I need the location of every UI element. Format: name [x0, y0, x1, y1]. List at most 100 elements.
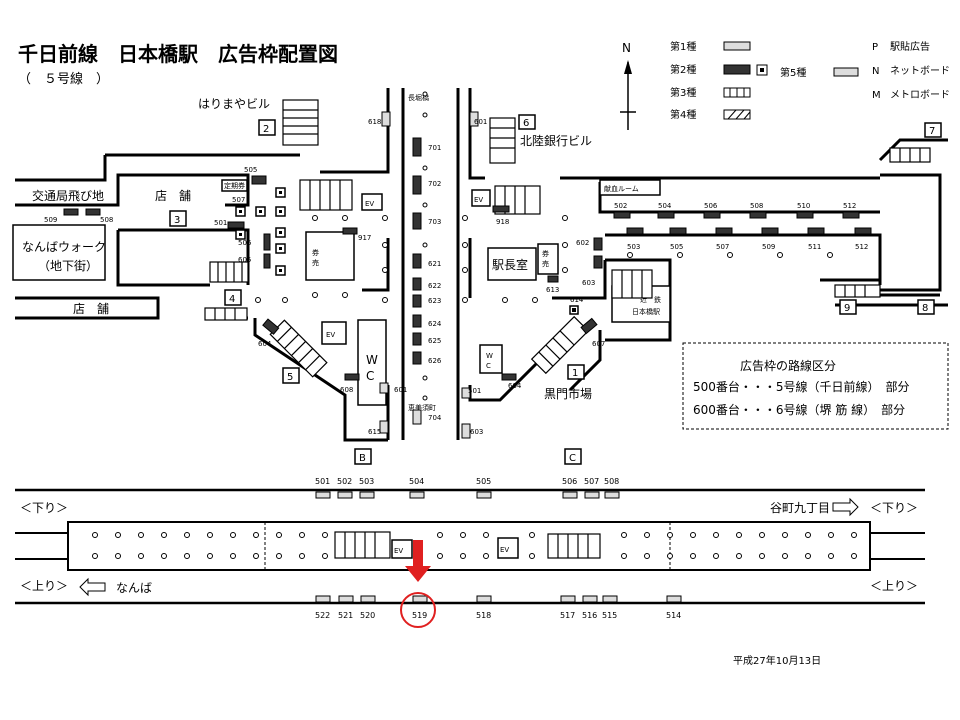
svg-text:603: 603: [470, 428, 483, 436]
svg-text:504: 504: [658, 202, 672, 210]
svg-text:625: 625: [428, 337, 441, 345]
namba-walk-label: なんばウォーク: [22, 240, 106, 254]
svg-text:507: 507: [232, 196, 245, 204]
svg-text:511: 511: [808, 243, 821, 251]
svg-text:駅長室: 駅長室: [492, 257, 528, 272]
svg-text:＜下り＞: ＜下り＞: [870, 501, 918, 515]
svg-text:601: 601: [474, 118, 487, 126]
svg-text:4: 4: [229, 294, 235, 305]
platform-pillar: [115, 532, 121, 538]
platform-pillar: [230, 532, 236, 538]
platform-pillars: [92, 532, 857, 559]
svg-text:C: C: [569, 453, 576, 464]
platform-pillar: [851, 532, 857, 538]
svg-text:512: 512: [855, 243, 868, 251]
svg-text:7: 7: [929, 126, 935, 137]
stairs-3: [209, 261, 249, 283]
platform-pillar: [667, 532, 673, 538]
svg-text:613: 613: [546, 286, 559, 294]
harimaya-label: はりまやビル: [198, 97, 270, 111]
bottom-ad-slot: [338, 595, 354, 603]
svg-text:券: 券: [312, 248, 319, 257]
bottom-ad-slot: [360, 595, 376, 603]
svg-text:広告枠の路線区分: 広告枠の路線区分: [740, 358, 836, 373]
stairs-left-main: [299, 179, 353, 211]
svg-text:N: N: [622, 41, 631, 55]
dest-west: なんば: [116, 581, 152, 595]
bottom-ad-label: 521: [338, 611, 353, 620]
exit-6: [518, 114, 536, 130]
svg-text:512: 512: [843, 202, 856, 210]
svg-text:日本橋駅: 日本橋駅: [632, 307, 660, 316]
top-ad-label: 504: [409, 477, 424, 486]
stairs-7: [889, 147, 931, 163]
svg-text:駅貼広告: 駅貼広告: [890, 40, 930, 53]
svg-text:第4種: 第4種: [670, 108, 696, 121]
exit-9: [839, 299, 857, 315]
svg-text:＜上り＞: ＜上り＞: [870, 579, 918, 593]
wc-right: [479, 344, 503, 374]
svg-text:売: 売: [312, 258, 319, 267]
stairs-kintetsu: [611, 269, 653, 299]
svg-text:502: 502: [614, 202, 627, 210]
svg-text:券: 券: [542, 249, 549, 258]
svg-text:501: 501: [214, 219, 227, 227]
kenbai-room: [599, 179, 661, 196]
svg-text:第5種: 第5種: [780, 66, 806, 79]
svg-text:定期券: 定期券: [224, 181, 245, 190]
svg-text:626: 626: [428, 357, 442, 365]
svg-text:M: M: [872, 90, 881, 101]
svg-text:918: 918: [496, 218, 509, 226]
top-ad-slot: [562, 491, 578, 499]
ticket-machine-right: [537, 243, 559, 275]
svg-text:＜上り＞: ＜上り＞: [20, 579, 68, 593]
svg-text:506: 506: [704, 202, 718, 210]
platform-pillar: [460, 532, 466, 538]
highlight-marker: [400, 540, 436, 628]
platform-pillar: [322, 532, 328, 538]
top-ad-label: 503: [359, 477, 374, 486]
svg-text:702: 702: [428, 180, 441, 188]
north-arrow-icon: N: [620, 41, 636, 130]
svg-text:623: 623: [428, 297, 441, 305]
platform-pillar: [184, 553, 190, 559]
top-ad-slot: [604, 491, 620, 499]
page-subtitle: （ ５号線 ）: [18, 71, 109, 87]
kuromon-label: 黒門市場: [544, 386, 592, 401]
exit-5: [282, 367, 300, 384]
platform-pillar: [805, 553, 811, 559]
platform-pillar: [253, 553, 259, 559]
nagahoribashi-label: 長堀橋: [408, 93, 429, 102]
platform-stairs-left: [334, 531, 391, 559]
pillars-left: [255, 215, 388, 303]
svg-text:第3種: 第3種: [670, 86, 696, 99]
platform-pillar: [276, 532, 282, 538]
top-ad-label: 508: [604, 477, 619, 486]
svg-text:500番台・・・5号線（千日前線） 部分: 500番台・・・5号線（千日前線） 部分: [693, 379, 910, 394]
bottom-ad-label: 515: [602, 611, 617, 620]
line-division-box: 広告枠の路線区分 500番台・・・5号線（千日前線） 部分 600番台・・・6号…: [682, 342, 949, 430]
svg-text:615: 615: [368, 428, 381, 436]
svg-text:献血ルーム: 献血ルーム: [604, 184, 639, 193]
platform-pillar: [529, 532, 535, 538]
platform-pillar: [782, 553, 788, 559]
platform-pillar: [690, 553, 696, 559]
square-ads-left: [235, 187, 286, 276]
svg-text:5: 5: [287, 372, 293, 383]
platform-pillar: [713, 553, 719, 559]
platform-pillar: [115, 553, 121, 559]
svg-text:C: C: [486, 362, 491, 370]
svg-text:2: 2: [263, 124, 269, 135]
tenpo-label-1: 店 舗: [155, 189, 191, 203]
top-ad-label: 505: [476, 477, 491, 486]
legend: 第1種 第2種 第5種 第3種 第4種 P 駅貼広告 N ネットボード M メト…: [670, 40, 950, 121]
svg-text:505: 505: [670, 243, 683, 251]
platform-pillar: [92, 532, 98, 538]
svg-text:509: 509: [44, 216, 57, 224]
platform-stairs-right: [547, 533, 601, 559]
right-concourse: 北陸銀行ビル 献血ルーム 駅長室 券 売 近 鉄 日本橋駅 EV W C 黒門市…: [461, 88, 948, 439]
ev-right-upper: [471, 189, 491, 207]
stairs-4: [204, 307, 248, 321]
stairs-1: [530, 315, 590, 375]
